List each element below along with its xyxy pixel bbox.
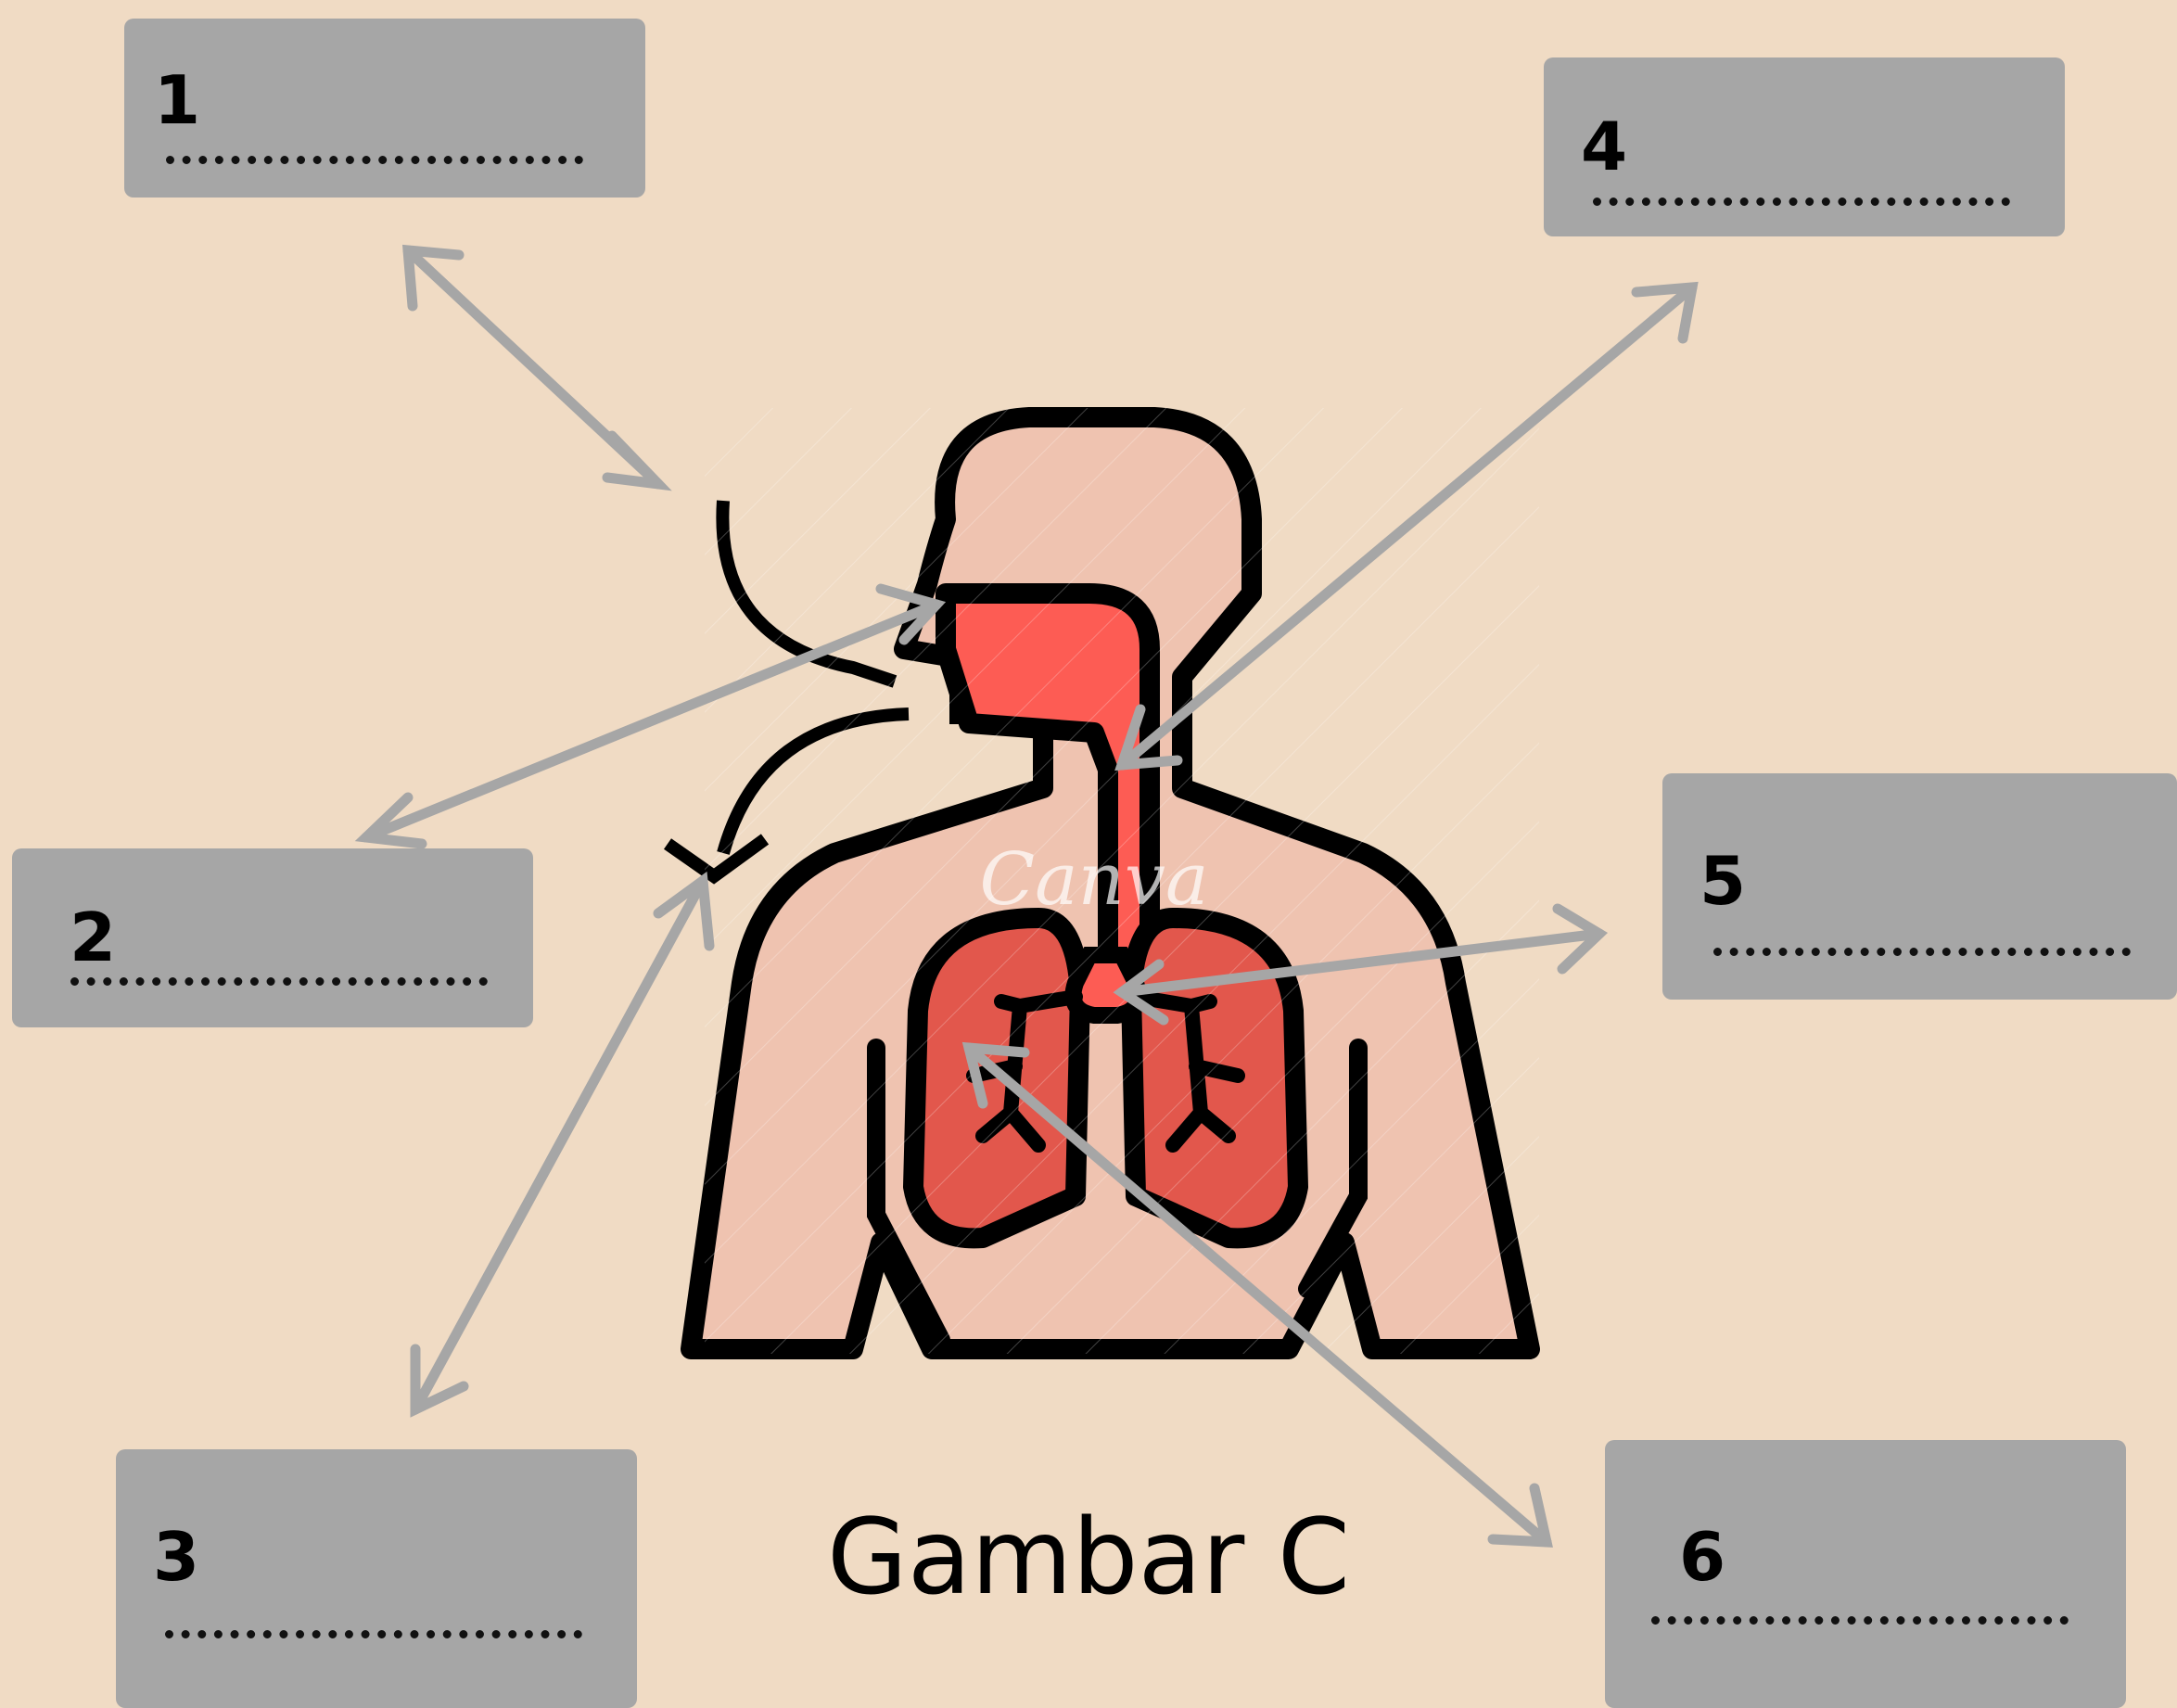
answer-line[interactable] <box>166 156 583 164</box>
label-number: 5 <box>1700 848 1746 914</box>
answer-line[interactable] <box>1593 198 2010 206</box>
answer-line[interactable] <box>165 1630 582 1638</box>
watermark-text: Canva <box>980 838 1209 922</box>
label-box-5[interactable]: 5 <box>1662 773 2177 1000</box>
answer-line[interactable] <box>1713 948 2131 956</box>
label-box-4[interactable]: 4 <box>1544 57 2065 236</box>
label-number: 4 <box>1581 113 1627 180</box>
label-number: 2 <box>70 904 116 971</box>
arrow-1 <box>408 250 658 484</box>
answer-line[interactable] <box>70 977 488 986</box>
label-box-1[interactable]: 1 <box>124 19 645 198</box>
figure-caption: Gambar C <box>0 1498 2177 1618</box>
label-box-2[interactable]: 2 <box>12 848 533 1027</box>
label-number: 1 <box>154 67 200 134</box>
